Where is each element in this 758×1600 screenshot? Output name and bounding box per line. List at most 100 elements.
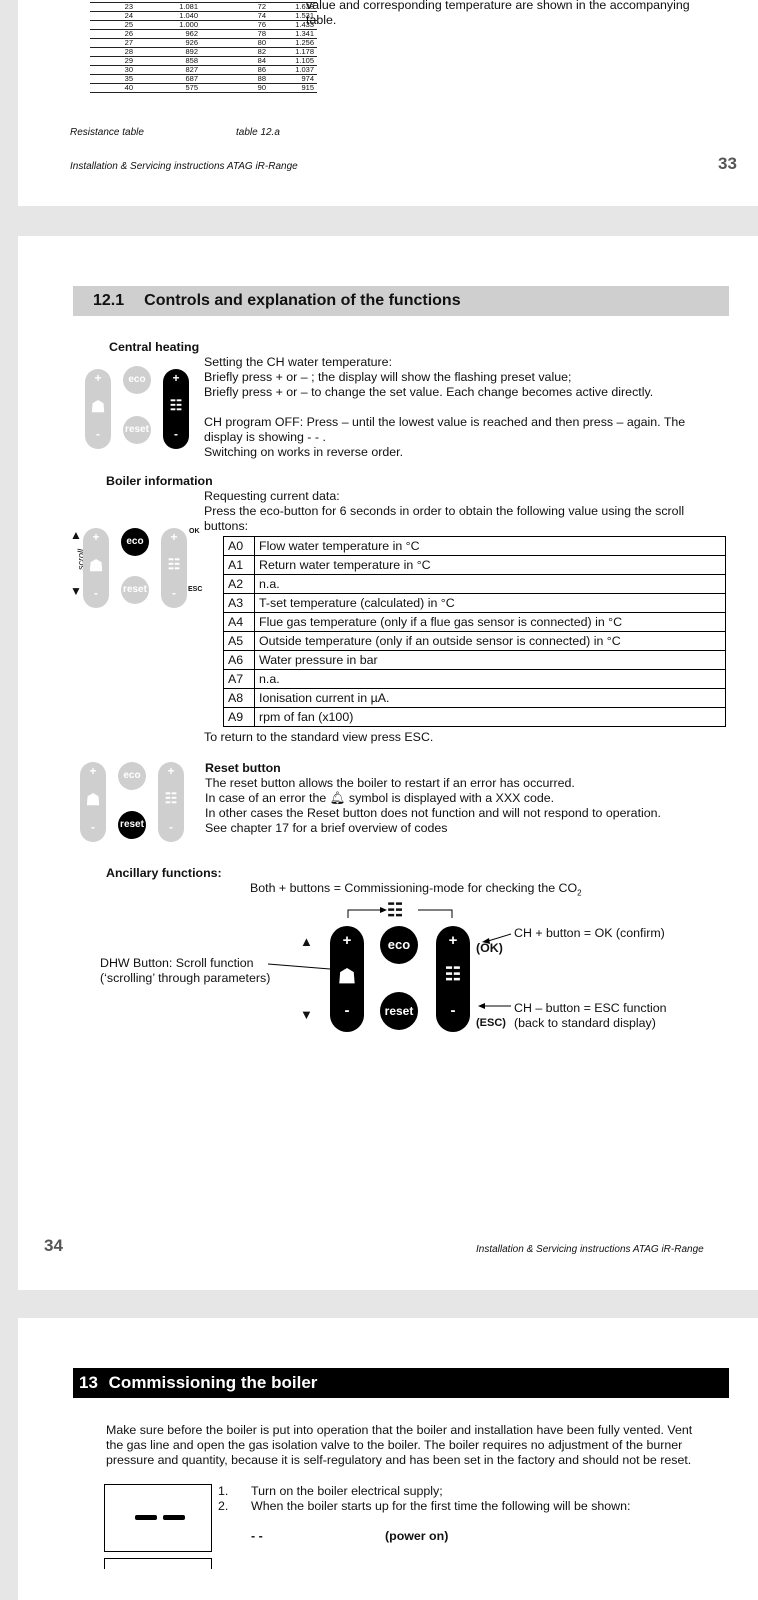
back-label: (back to standard display) (514, 1016, 656, 1030)
resistance-cell: 1.105 (269, 56, 317, 66)
resistance-cell: 40 (90, 83, 153, 93)
data-code: A0 (223, 536, 255, 556)
return-text: To return to the standard view press ESC… (204, 730, 434, 744)
boiler-info-text: Requesting current data: Press the eco-b… (204, 489, 685, 533)
data-code: A5 (223, 631, 255, 651)
data-description: Return water temperature in °C (254, 555, 726, 575)
display-value: - - (251, 1529, 263, 1543)
data-code: A6 (223, 650, 255, 670)
resistance-cell: 78 (201, 29, 269, 39)
resistance-cell: 1.040 (153, 11, 201, 21)
display-segment (135, 1515, 157, 1520)
display-box (104, 1484, 212, 1552)
both-plus-text: Both + buttons = Commissioning-mode for … (250, 881, 582, 898)
resistance-cell: 72 (201, 2, 269, 12)
central-heating-heading: Central heating (109, 340, 200, 354)
commissioning-icon: ☷ (387, 900, 404, 920)
reset-text: Reset button The reset button allows the… (205, 761, 661, 835)
resistance-cell: 84 (201, 56, 269, 66)
footer: Installation & Servicing instructions AT… (70, 161, 298, 172)
section-heading: 13 Commissioning the boiler (73, 1368, 729, 1398)
resistance-cell: 962 (153, 29, 201, 39)
display-segment (163, 1515, 185, 1520)
central-heating-text: Setting the CH water temperature: Briefl… (204, 355, 686, 459)
ch-pill-large: + ☷ - (436, 926, 470, 1032)
control-panel-reset: + ☗ - eco reset + ☷ - (80, 760, 200, 845)
down-arrow-icon: ▼ (70, 584, 82, 598)
control-panel-ch: + ☗ - eco reset + ☷ - (85, 364, 195, 464)
resistance-cell: 1.341 (269, 29, 317, 39)
data-description: n.a. (254, 574, 726, 594)
dhw-pill: + ☗ - (80, 762, 106, 842)
page-33: 221.125701.753231.081721.638241.040741.5… (18, 0, 758, 206)
plus-icon: + (92, 530, 100, 544)
footer: Installation & Servicing instructions AT… (476, 1244, 704, 1255)
eco-button: eco (118, 762, 146, 790)
up-arrow-icon: ▲ (300, 934, 313, 949)
resistance-cell: 1.178 (269, 47, 317, 57)
minus-icon: - (94, 586, 98, 600)
control-panel-info: ▲ scroll ▼ + ☗ - eco reset + ☷ - OK ESC (68, 526, 218, 611)
data-code: A7 (223, 669, 255, 689)
esc-paren: (ESC) (476, 1017, 506, 1029)
page-number: 34 (44, 1236, 63, 1255)
step-2-num: 2. (218, 1499, 229, 1513)
resistance-cell: 74 (201, 11, 269, 21)
reset-button: reset (123, 416, 151, 444)
dhw-pill-large: + ☗ - (330, 926, 364, 1032)
resistance-cell: 1.256 (269, 38, 317, 48)
resistance-cell: 892 (153, 47, 201, 57)
resistance-cell: 22 (90, 0, 153, 3)
data-description: Outside temperature (only if an outside … (254, 631, 726, 651)
plus-icon: + (170, 530, 178, 544)
boiler-info-heading: Boiler information (106, 474, 213, 488)
radiator-icon: ☷ (444, 964, 462, 984)
data-description: rpm of fan (x100) (254, 707, 726, 727)
resistance-cell: 1.037 (269, 65, 317, 75)
data-description: Ionisation current in µA. (254, 688, 726, 708)
page-35: 13 Commissioning the boiler Make sure be… (18, 1318, 758, 1600)
plus-icon: + (342, 932, 352, 949)
data-code: A4 (223, 612, 255, 632)
data-code: A9 (223, 707, 255, 727)
esc-label: ESC (188, 586, 203, 593)
radiator-icon: ☷ (164, 790, 178, 806)
eco-button: eco (123, 366, 151, 394)
minus-icon: - (344, 1002, 350, 1019)
down-arrow-icon: ▼ (300, 1007, 313, 1022)
up-arrow-icon: ▲ (70, 528, 82, 542)
resistance-cell: 76 (201, 20, 269, 30)
dhw-label: DHW Button: Scroll function (‘scrolling’… (100, 956, 271, 985)
plus-icon: + (448, 932, 458, 949)
caption-right: table 12.a (236, 127, 280, 138)
resistance-cell: 915 (269, 83, 317, 93)
resistance-cell: 86 (201, 65, 269, 75)
plus-icon: + (167, 764, 175, 778)
eco-button: eco (121, 528, 149, 556)
data-code: A2 (223, 574, 255, 594)
resistance-cell: 26 (90, 29, 153, 39)
minus-icon: - (450, 1002, 456, 1019)
data-code: A8 (223, 688, 255, 708)
ancillary-heading: Ancillary functions: (106, 866, 222, 880)
radiator-icon: ☷ (167, 556, 181, 572)
plus-icon: + (94, 371, 102, 385)
resistance-cell: 35 (90, 74, 153, 84)
resistance-cell: 24 (90, 11, 153, 21)
data-code: A3 (223, 593, 255, 613)
minus-icon: - (174, 427, 178, 441)
resistance-row: 221.125701.753 (90, 0, 317, 3)
